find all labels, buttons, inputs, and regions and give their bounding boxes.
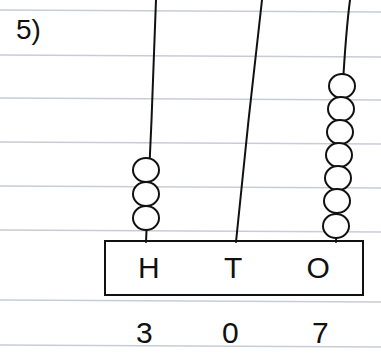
paper-lines: [0, 10, 381, 347]
place-letter: H: [138, 253, 160, 283]
digit-label: 7: [312, 318, 329, 348]
place-value-box: HTO: [104, 240, 364, 296]
place-letter: T: [224, 253, 242, 283]
ones-beads: [323, 74, 355, 238]
place-letter: O: [307, 253, 330, 283]
question-number: 5): [16, 16, 41, 44]
tens-rod: [236, 0, 262, 242]
digit-label: 3: [136, 318, 153, 348]
hundreds-beads: [133, 158, 159, 230]
digit-label: 0: [222, 318, 239, 348]
